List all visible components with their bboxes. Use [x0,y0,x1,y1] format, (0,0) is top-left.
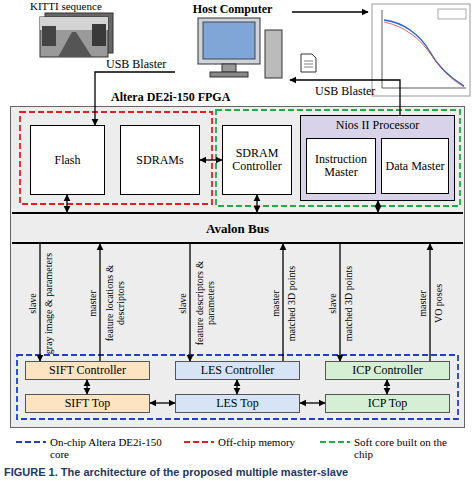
connector [377,201,378,212]
controller-box: LES Controller [175,361,300,380]
chart-curve [384,22,464,87]
legend-text: On-chip Altera DE2i-150 core [50,436,180,460]
monitor-stand [222,64,236,72]
node-text: Nios II Processor [301,119,454,132]
signal-label: gray image & parameters [43,246,54,361]
fpga-board: Altera DE2i-150 FPGAFlashSDRAMsSDRAM Con… [10,106,465,428]
port-role-label: slave [27,246,38,361]
soft-core-group [216,110,460,206]
node-text: Host Computer [175,3,290,16]
node-text: Flash [54,154,80,167]
node-text: Data Master [386,160,445,173]
signal-label: matched 3D points [286,246,297,361]
on-chip-group [17,355,458,419]
kitti-photo [40,17,108,57]
connector [256,195,257,212]
signal-label: VO poses [433,246,444,361]
memory-box: SDRAMs [120,125,200,195]
processor-box: Nios II ProcessorInstruction Master Data … [300,115,455,201]
monitor-screen [203,22,255,59]
connector [39,244,40,361]
connector [282,244,283,361]
port-role-label: slave [177,246,188,361]
output-arrow [292,11,368,12]
legend-sample [16,441,46,443]
connector [300,402,325,403]
node-text: SIFT Top [65,397,111,410]
chart-axes [382,10,466,88]
connector [200,159,222,160]
node-text: Altera DE2i-150 FPGA [111,91,230,104]
computer-node: Host Computer [175,0,290,92]
txt-file-icon [301,54,316,72]
connector [290,80,400,115]
monitor [198,18,260,64]
node-text: LES Controller [201,364,275,377]
photo-sky [40,17,108,30]
connector [386,380,387,394]
node-text: SIFT Controller [49,364,126,377]
master-port-box: Instruction Master [306,138,376,194]
figure-caption: FIGURE 1. The architecture of the propos… [4,466,348,479]
port-role-label: master [87,246,98,361]
node-text: SDRAM Controller [225,147,289,173]
chart-legend [438,9,466,19]
master-port-box: Data Master [381,138,449,194]
legend-sample [184,441,214,443]
off-chip-group [20,112,212,204]
computer-tower [265,30,282,78]
link-label: USB Blaster [315,85,375,98]
node-text: SDRAMs [136,154,183,167]
signal-label: feature locations & descriptors [103,246,125,361]
port-role-label: master [270,246,281,361]
connector [95,72,175,125]
signal-label: feature descriptors & parameters [193,246,215,361]
controller-box: ICP Controller [325,361,450,380]
node-text: ICP Top [368,397,408,410]
port-role-label: master [417,246,428,361]
core-box: ICP Top [325,394,450,413]
connector [150,402,175,403]
photo-road [58,32,92,57]
connector [66,195,67,212]
photo-frame [45,13,113,53]
monitor-base [210,72,248,77]
connector [339,244,340,361]
core-box: SIFT Top [25,394,150,413]
bus-band: Avalon Bus [12,212,463,244]
legend-sample [320,441,350,443]
connector [429,244,430,361]
port-role-label: slave [327,246,338,361]
connector [236,380,237,394]
memory-box: Flash [30,125,105,195]
link-label: USB Blaster [106,58,166,71]
connector [189,244,190,361]
node-text: ICP Controller [352,364,423,377]
core-box: LES Top [175,394,300,413]
connector [99,244,100,361]
node-text: Avalon Bus [206,221,269,236]
legend-text: Soft core built on the chip [354,436,454,460]
controller-box: SDRAM Controller [222,125,292,195]
connector [86,380,87,394]
chart-curve [384,20,464,86]
photo-tree [42,26,56,46]
node-text: Instruction Master [309,153,373,179]
photo-tree [92,24,106,46]
image-caption: KITTI sequence [30,0,102,13]
signal-label: matched 3D points [343,246,354,361]
controller-box: SIFT Controller [25,361,150,380]
result-chart [372,4,470,96]
node-text: LES Top [216,397,259,410]
legend-text: Off-chip memory [218,436,314,448]
txt-file-lines [304,61,313,67]
